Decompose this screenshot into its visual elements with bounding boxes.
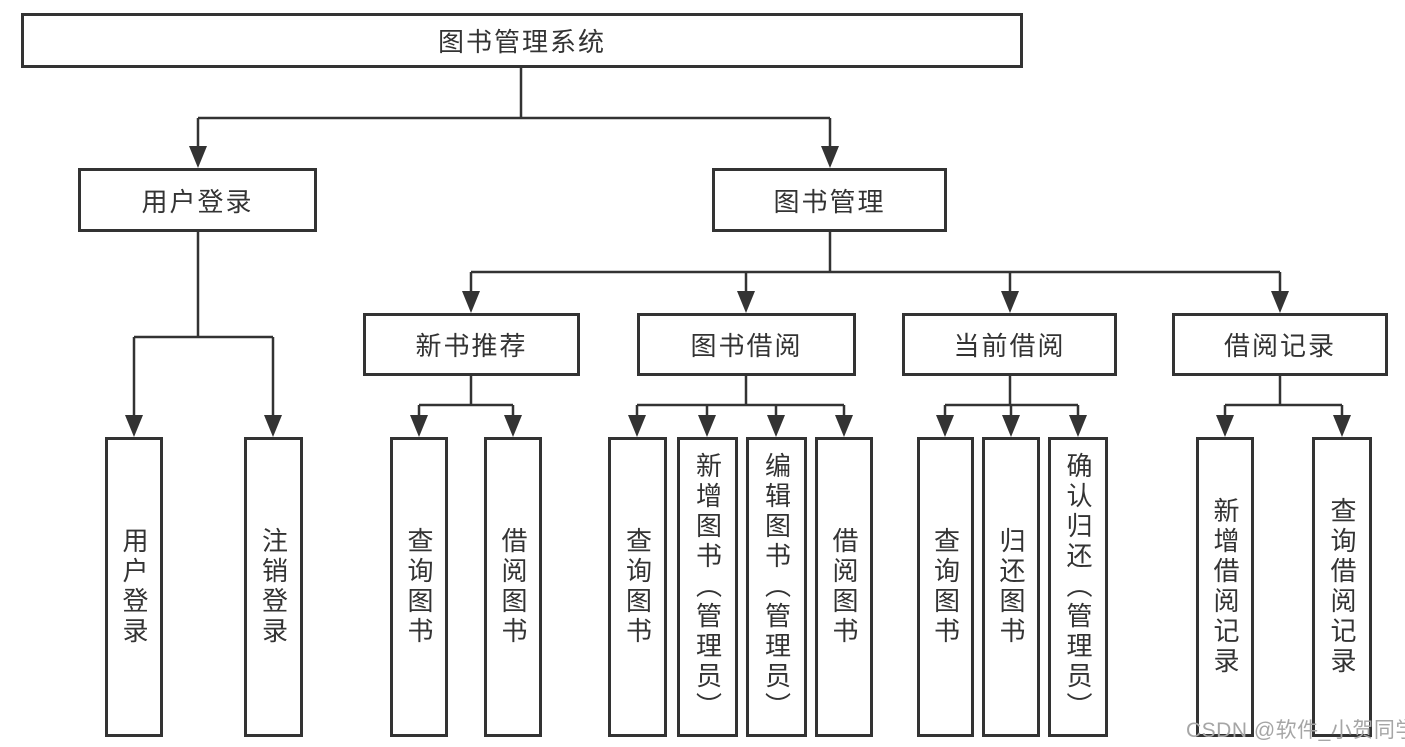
leaf-add-borrow-record-label: 新增借阅记录 (1210, 497, 1240, 677)
node-book-borrow: 图书借阅 (637, 313, 856, 376)
node-root: 图书管理系统 (21, 13, 1023, 68)
leaf-logout: 注销登录 (244, 437, 303, 737)
leaf-user-login: 用户登录 (105, 437, 163, 737)
leaf-recommend-query-book: 查询图书 (390, 437, 448, 737)
leaf-add-book-admin-label: 新增图书（管理员） (692, 452, 723, 722)
leaf-return-book: 归还图书 (982, 437, 1040, 737)
leaf-borrow-query-book-label: 查询图书 (622, 527, 653, 647)
node-current-borrow: 当前借阅 (902, 313, 1117, 376)
leaf-current-query-book-label: 查询图书 (930, 527, 961, 647)
leaf-add-borrow-record: 新增借阅记录 (1196, 437, 1254, 737)
node-current-borrow-label: 当前借阅 (953, 331, 1066, 361)
node-user-login-label: 用户登录 (141, 186, 254, 217)
leaf-edit-book-admin-label: 编辑图书（管理员） (761, 452, 792, 722)
leaf-recommend-borrow-book-label: 借阅图书 (498, 527, 528, 647)
node-book-management-label: 图书管理 (773, 186, 886, 217)
node-root-label: 图书管理系统 (437, 27, 606, 57)
leaf-query-borrow-record-label: 查询借阅记录 (1327, 497, 1357, 677)
node-user-login: 用户登录 (78, 168, 317, 232)
leaf-borrow-book: 借阅图书 (815, 437, 873, 737)
node-book-borrow-label: 图书借阅 (690, 331, 803, 361)
leaf-confirm-return-admin: 确认归还（管理员） (1048, 437, 1108, 737)
node-new-book-recommend-label: 新书推荐 (415, 331, 528, 361)
leaf-recommend-borrow-book: 借阅图书 (484, 437, 542, 737)
leaf-edit-book-admin: 编辑图书（管理员） (746, 437, 807, 737)
leaf-borrow-query-book: 查询图书 (608, 437, 667, 737)
leaf-query-borrow-record: 查询借阅记录 (1312, 437, 1372, 737)
leaf-borrow-book-label: 借阅图书 (829, 527, 859, 647)
leaf-logout-label: 注销登录 (258, 527, 289, 647)
node-borrow-record-label: 借阅记录 (1223, 331, 1336, 361)
leaf-add-book-admin: 新增图书（管理员） (677, 437, 738, 737)
node-new-book-recommend: 新书推荐 (363, 313, 580, 376)
leaf-confirm-return-admin-label: 确认归还（管理员） (1063, 452, 1093, 722)
watermark: CSDN @软件_小贺同学 (1186, 719, 1405, 742)
node-book-management: 图书管理 (712, 168, 947, 232)
leaf-user-login-label: 用户登录 (119, 527, 149, 647)
leaf-return-book-label: 归还图书 (996, 527, 1026, 647)
leaf-recommend-query-book-label: 查询图书 (404, 527, 434, 647)
node-borrow-record: 借阅记录 (1172, 313, 1388, 376)
leaf-current-query-book: 查询图书 (917, 437, 974, 737)
